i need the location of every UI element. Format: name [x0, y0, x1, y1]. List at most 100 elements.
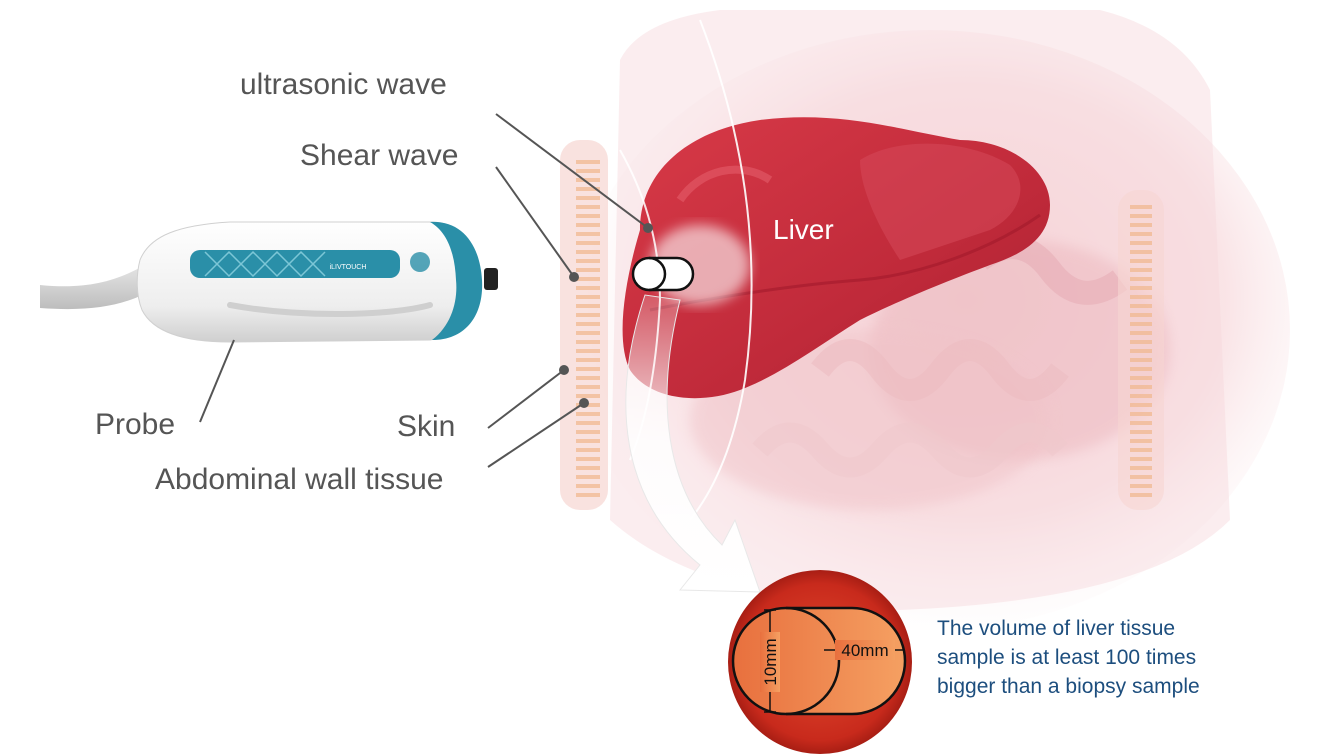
tissue-stripe [576, 439, 600, 443]
tissue-stripe [1130, 313, 1152, 317]
tissue-stripe [576, 385, 600, 389]
tissue-stripe [1130, 268, 1152, 272]
leader-skin [487, 369, 565, 429]
tissue-stripe [576, 466, 600, 470]
liver [622, 117, 1050, 399]
tissue-stripe [576, 286, 600, 290]
tissue-stripe [576, 493, 600, 497]
tissue-stripe [576, 322, 600, 326]
tissue-stripe [576, 223, 600, 227]
tissue-stripe [1130, 394, 1152, 398]
tissue-stripe [576, 214, 600, 218]
tissue-stripe [576, 358, 600, 362]
tissue-stripe [1130, 493, 1152, 497]
probe-brand-text: iLIVTOUCH [330, 264, 367, 271]
tissue-stripe [576, 484, 600, 488]
tissue-stripe [576, 178, 600, 182]
abdominal-wall-label: Abdominal wall tissue [155, 463, 444, 496]
liver-label: Liver [773, 214, 834, 245]
tissue-stripe [576, 457, 600, 461]
tissue-stripe [1130, 295, 1152, 299]
ultrasonic-wave-label: ultrasonic wave [240, 68, 447, 101]
sample-diameter-label: 10mm [761, 638, 780, 685]
tissue-stripe [576, 250, 600, 254]
tissue-stripe [576, 259, 600, 263]
probe-button [410, 252, 430, 272]
point-skin [559, 365, 569, 375]
tissue-stripe [576, 241, 600, 245]
tissue-stripe [576, 331, 600, 335]
tissue-stripe [1130, 466, 1152, 470]
tissue-stripe [576, 295, 600, 299]
tissue-stripe [576, 367, 600, 371]
tissue-stripe [1130, 322, 1152, 326]
tissue-stripe [576, 196, 600, 200]
tissue-stripe [1130, 376, 1152, 380]
tissue-stripe [1130, 214, 1152, 218]
point-shear [569, 272, 579, 282]
point-abdominal [579, 398, 589, 408]
tissue-stripe [1130, 259, 1152, 263]
tissue-stripe [1130, 349, 1152, 353]
tissue-stripe [576, 232, 600, 236]
tissue-stripe [576, 169, 600, 173]
tissue-stripe [576, 421, 600, 425]
leader-ultrasonic [495, 113, 649, 229]
tissue-stripe [1130, 412, 1152, 416]
tissue-stripe [1130, 232, 1152, 236]
zoom-arrow [625, 294, 761, 593]
caption-line: sample is at least 100 times [937, 646, 1197, 669]
sample-length-label: 40mm [841, 641, 888, 660]
tissue-stripe [576, 313, 600, 317]
probe: iLIVTOUCH [40, 221, 498, 343]
tissue-stripe [1130, 304, 1152, 308]
tissue-stripe [576, 340, 600, 344]
caption-line: The volume of liver tissue [937, 617, 1176, 640]
tissue-stripe [576, 187, 600, 191]
tissue-stripe [576, 205, 600, 209]
tissue-stripe [576, 349, 600, 353]
tissue-stripe [1130, 421, 1152, 425]
tissue-stripe [1130, 340, 1152, 344]
abdominal-wall-right [1118, 190, 1164, 510]
tissue-stripe [1130, 250, 1152, 254]
tissue-stripe [576, 304, 600, 308]
tissue-stripe [1130, 241, 1152, 245]
tissue-sample: 40mm 10mm [728, 570, 912, 754]
tissue-stripe [576, 475, 600, 479]
leader-shear [495, 166, 575, 278]
point-ultrasonic [643, 223, 653, 233]
tissue-stripe [1130, 358, 1152, 362]
tissue-stripe [1130, 457, 1152, 461]
tissue-stripe [1130, 205, 1152, 209]
tissue-stripe [1130, 475, 1152, 479]
leader-lines [199, 113, 649, 468]
tissue-stripe [1130, 331, 1152, 335]
ultrasonic-wave-arc [689, 19, 753, 521]
tissue-stripe [1130, 448, 1152, 452]
probe-label: Probe [95, 408, 176, 441]
tissue-stripe [576, 160, 600, 164]
tissue-stripe [1130, 286, 1152, 290]
tissue-stripe [576, 376, 600, 380]
tissue-stripe [576, 268, 600, 272]
probe-tip-collar [430, 221, 483, 340]
tissue-stripe [1130, 439, 1152, 443]
measurement-capsule [631, 256, 695, 292]
probe-brand-band [190, 250, 400, 278]
skin-label: Skin [397, 410, 456, 443]
sample-caption: The volume of liver tissue sample is at … [937, 614, 1257, 701]
probe-cable [40, 262, 160, 310]
leader-abdominal [487, 402, 585, 468]
tissue-stripe [1130, 223, 1152, 227]
tissue-stripe [1130, 277, 1152, 281]
tissue-stripe [1130, 484, 1152, 488]
shear-wave-label: Shear wave [300, 139, 459, 172]
tissue-stripe [1130, 430, 1152, 434]
tissue-stripe [1130, 385, 1152, 389]
caption-line: bigger than a biopsy sample [937, 675, 1200, 698]
tissue-stripe [576, 430, 600, 434]
tissue-stripe [576, 277, 600, 281]
tissue-stripe [576, 394, 600, 398]
